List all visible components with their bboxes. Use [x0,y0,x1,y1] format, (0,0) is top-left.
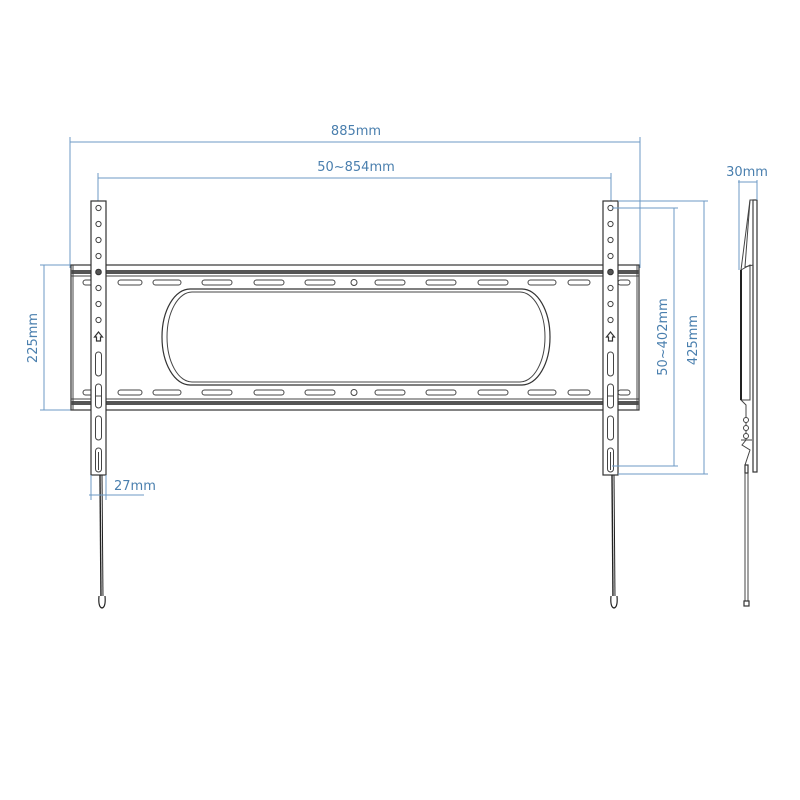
side-view-profile [740,199,758,607]
dim-vesa-horizontal: 50~854mm [97,160,612,208]
up-arrow-icon [605,331,616,342]
label-vesa-horizontal: 50~854mm [317,160,395,175]
dim-vesa-vertical: 50~402mm [612,207,678,467]
left-vertical-arm [90,200,107,476]
right-vertical-arm [602,200,619,476]
dim-arm-height: 425mm [618,200,708,475]
label-overall-width: 885mm [331,124,381,139]
dim-arm-width: 27mm [89,475,156,500]
dim-plate-height: 225mm [26,264,72,411]
label-arm-height: 425mm [686,315,701,365]
right-safety-cord [610,474,618,609]
wall-plate [70,264,640,411]
dim-profile-depth: 30mm [726,165,768,270]
center-cutout [161,288,551,386]
bottom-slots [82,389,631,396]
label-profile-depth: 30mm [726,165,768,180]
dim-overall-width: 885mm [69,124,641,268]
top-slots [82,279,631,286]
label-plate-height: 225mm [26,313,41,363]
label-arm-width: 27mm [114,479,156,494]
label-vesa-vertical: 50~402mm [656,298,671,376]
left-safety-cord [98,474,106,609]
up-arrow-icon [93,331,104,342]
